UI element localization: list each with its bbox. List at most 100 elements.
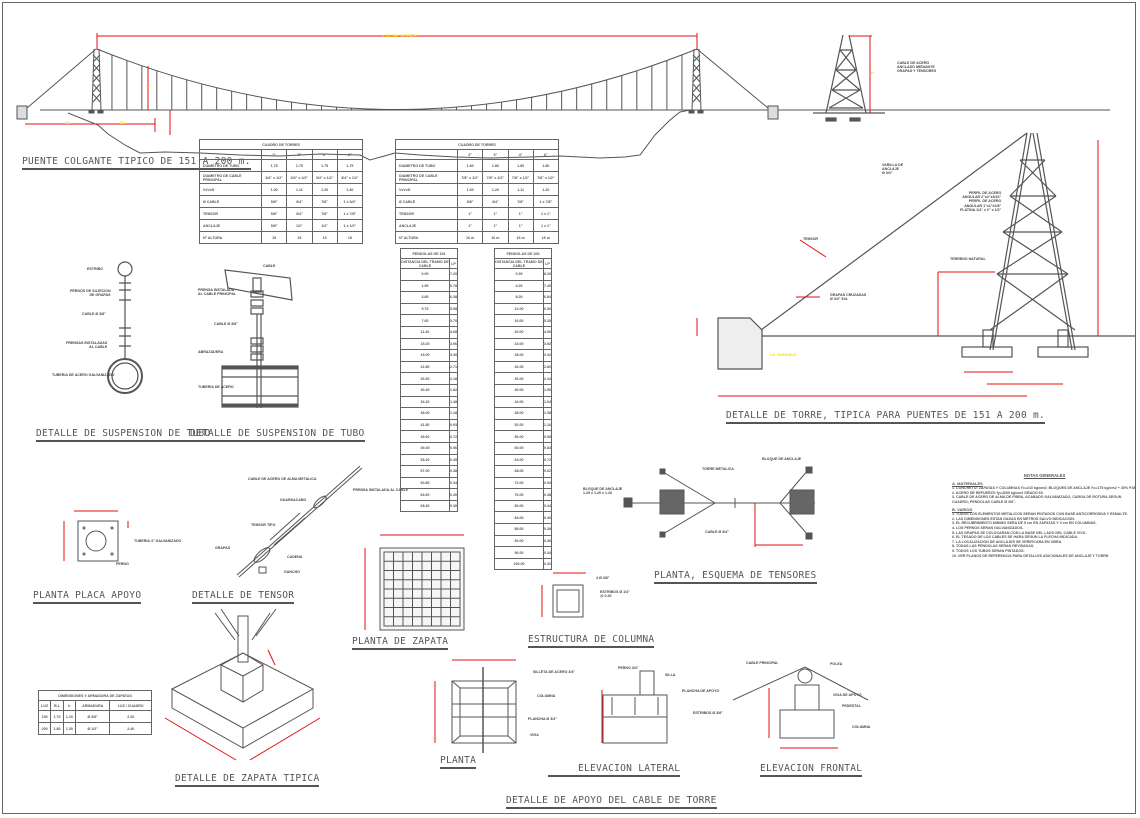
table-cell: 0.93 <box>449 418 458 432</box>
table-header-cell: 3" <box>482 149 509 160</box>
tower-elevation-small <box>813 34 885 122</box>
table-cell: 2.20 <box>109 710 152 723</box>
apoyo-front-label-cable: CABLE PRINCIPAL <box>746 661 779 665</box>
table-cell: 32.00 <box>494 360 544 374</box>
table-header-cell: 1" <box>260 149 288 160</box>
table-cell: 1.75 <box>286 159 313 172</box>
title-typical-footing: DETALLE DE ZAPATA TIPICA <box>175 773 320 787</box>
table-cell: 2.71 <box>449 360 458 374</box>
table-header-cell: LUZ / CUADRO <box>109 700 152 711</box>
table-cell: 45.60 <box>400 430 450 443</box>
table-cell: 1.75 <box>336 159 364 172</box>
table-cell: 3/4" <box>482 195 509 208</box>
table-cell: 1.70 <box>50 710 64 723</box>
apoyo-side-label-bolt: PERNO 3/4" <box>618 666 639 670</box>
table-title: DIMENSIONES Y ARMADURA DE ZAPATAS <box>38 690 152 701</box>
tensor-label-thimble: GUARDACABO <box>280 498 307 502</box>
table-cell: 16 m <box>532 231 560 244</box>
note-item: 1. CONCRETO: ZAPATAS Y COLUMNAS f'c=210 … <box>952 486 1136 491</box>
table-cell: 41.80 <box>400 418 450 432</box>
anchor-block <box>717 317 763 370</box>
table-cell: 1.48 <box>449 395 458 409</box>
table-cell: 3/4" x 1/2" <box>286 171 313 184</box>
tower-footing-right <box>1037 346 1089 358</box>
left-anchor-block <box>16 105 28 120</box>
small-tower-dimension <box>850 35 872 113</box>
table-header-cell: 4" <box>507 149 534 160</box>
tensor-label-clamps: GRAPAS <box>215 546 231 550</box>
table-cell: 15.20 <box>400 337 450 351</box>
table-cell: 0.98 <box>543 430 552 443</box>
tube2-label-pipe: TUBERIA DE ACERO <box>198 385 234 389</box>
notes-section-misc: B. VARIOS <box>952 506 973 512</box>
table-cell: TENSOR <box>199 207 262 220</box>
table-cell: 7.20 <box>449 268 458 281</box>
table-cell: 0.54 <box>543 476 552 490</box>
table-cell: 72.00 <box>494 476 544 490</box>
table-cell: 200 <box>37 722 52 735</box>
title-side-elevation: ELEVACION LATERAL <box>548 763 681 777</box>
table-cell: DIAMETRO DE TUBO <box>199 159 262 172</box>
span-dimension-text: LUZ DEL PUENTE <box>383 33 418 38</box>
apoyo-side-label-plate: PLANCHA DE APOYO <box>682 689 720 693</box>
typical-footing-iso <box>170 608 315 749</box>
note-item: 5. LAS GRAPAS SE COLOCARAN CON LA BASE D… <box>952 530 1087 535</box>
left-tower <box>88 48 104 114</box>
table-cell: 16.00 <box>494 314 544 327</box>
table-cell: 3/4" <box>286 195 313 208</box>
note-item: 6. EL TESADO DE LOS CABLES SE HARA SEGUN… <box>952 535 1079 540</box>
table-cell: 3.32 <box>543 349 552 362</box>
table-cell: Nº ALTURA <box>395 231 458 244</box>
table-cell: 28.00 <box>494 349 544 362</box>
table-cell: 1.11 <box>507 183 534 196</box>
table-cell: 16 m <box>507 231 534 244</box>
table-cell: 1" <box>482 207 509 220</box>
tube1-label-cable: CABLE Ø 3/8" <box>82 312 106 316</box>
table-cell: 1.00 <box>456 183 484 196</box>
table-cell: 4.00 <box>494 279 544 293</box>
table-cell: 19.00 <box>400 349 450 362</box>
table-cell: 150 <box>37 710 52 723</box>
table-header-cell: B.L <box>50 700 64 711</box>
tensor-label-hook: GANCHO <box>284 570 300 574</box>
table-cell: VxVxD <box>395 183 458 196</box>
table-cell: 0.62 <box>543 465 552 478</box>
table-cell: 6.38 <box>449 291 458 304</box>
table-cell: 64.60 <box>400 488 450 501</box>
table-header-cell: DISTANCIA DEL TRAMO DE CABLE <box>494 258 544 269</box>
table-cell: 3/4" x 1/2" <box>260 171 288 184</box>
apoyo-plan-label-column: COLUMNA <box>537 694 556 698</box>
table-cell: Ø CABLE <box>395 195 458 208</box>
anchor-rod-label: VARILLA DE ANCLAJE Ø 3/4" <box>882 163 904 176</box>
table-cell: 5.98 <box>449 302 458 316</box>
table-cell: 60.00 <box>494 441 544 455</box>
table-cell: 24.00 <box>494 337 544 351</box>
tube-suspension-2 <box>221 269 299 408</box>
table-cell: Ø 1/2" <box>75 722 111 735</box>
notes-materials-list: 1. CONCRETO: ZAPATAS Y COLUMNAS f'c=210 … <box>952 486 1137 504</box>
